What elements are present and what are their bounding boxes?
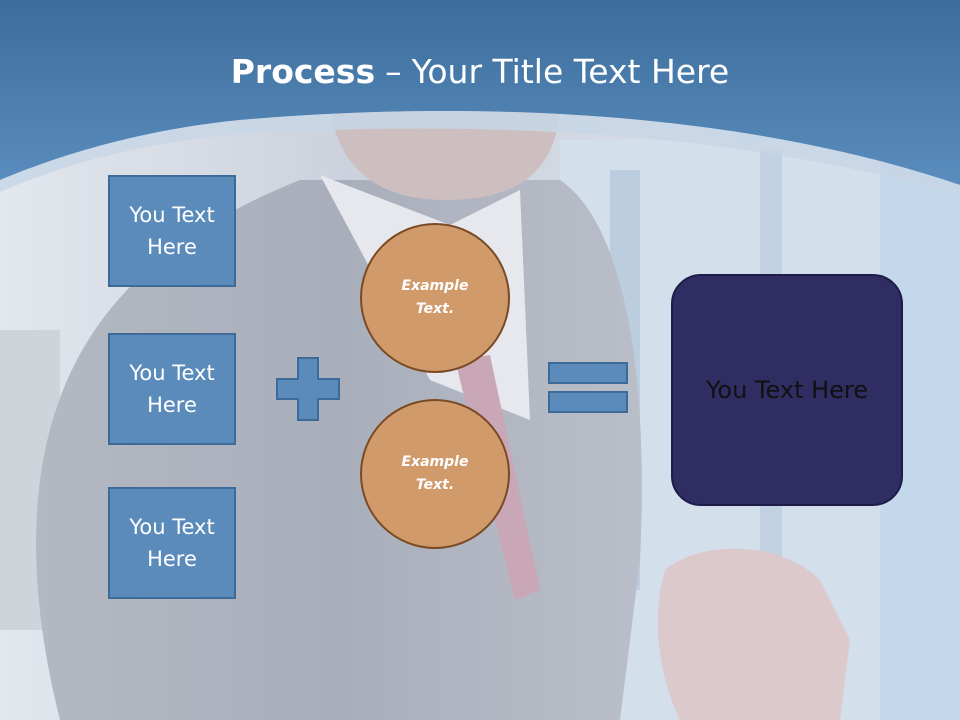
text-box-3[interactable]: You Text Here (108, 487, 236, 599)
title-rest: Your Title Text Here (411, 52, 730, 91)
text-box-1-label: You Text Here (129, 203, 215, 259)
example-circle-1-label: Example Text. (401, 278, 469, 317)
result-box-label: You Text Here (705, 376, 869, 404)
text-box-3-label: You Text Here (129, 515, 215, 571)
title-dash: – (385, 52, 402, 91)
equals-icon (548, 362, 628, 413)
text-box-1[interactable]: You Text Here (108, 175, 236, 287)
text-box-2[interactable]: You Text Here (108, 333, 236, 445)
example-circle-2[interactable]: Example Text. (360, 399, 510, 549)
example-circle-1[interactable]: Example Text. (360, 223, 510, 373)
slide-title: Process–Your Title Text Here (0, 52, 960, 91)
text-box-2-label: You Text Here (129, 361, 215, 417)
example-circle-2-label: Example Text. (401, 454, 469, 493)
result-box[interactable]: You Text Here (671, 274, 903, 506)
title-bold: Process (230, 52, 376, 91)
plus-icon (276, 357, 340, 421)
